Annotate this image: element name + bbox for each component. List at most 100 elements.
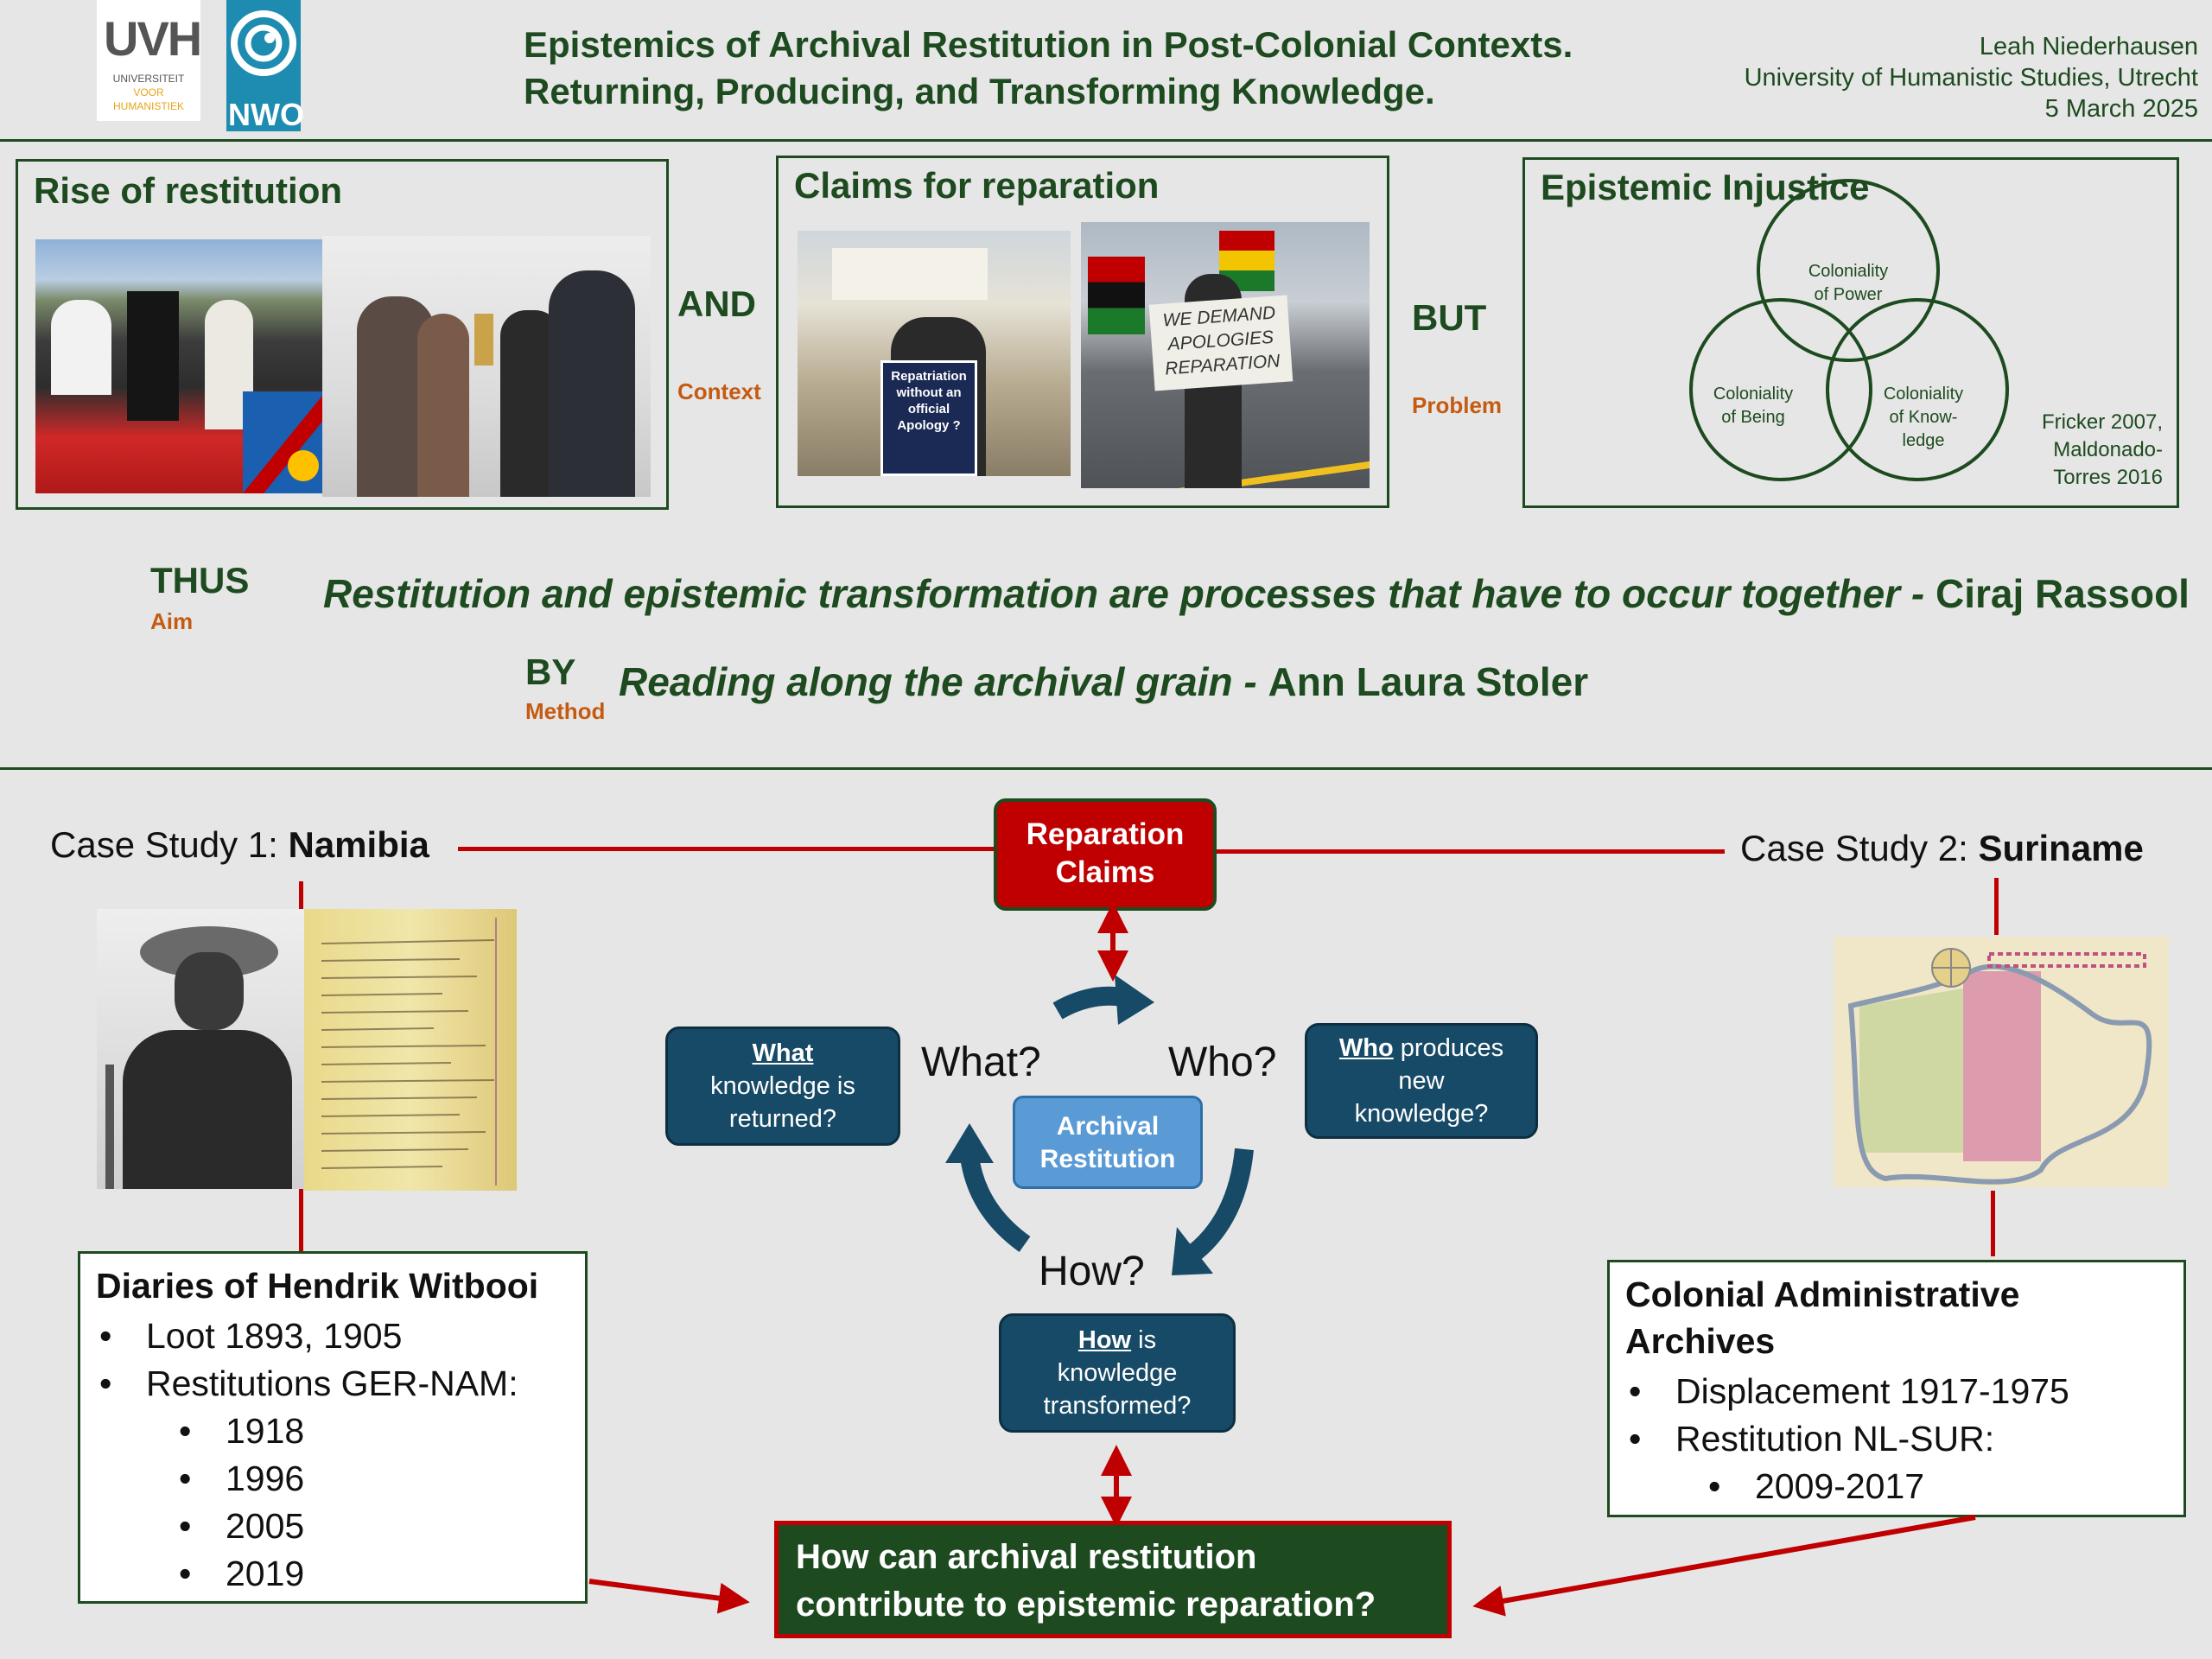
protest-sign-repatriation: Repatriation without an official Apology…	[880, 360, 977, 476]
photo-handover-dutch-ministers	[322, 236, 651, 497]
middle-divider	[0, 767, 2212, 770]
center-line1: Archival	[1056, 1112, 1160, 1141]
suriname-item-restitution: Restitution NL-SUR:	[1625, 1415, 2168, 1463]
aim-quote-author: Ciraj Rassool	[1935, 571, 2190, 616]
panel-epistemic-injustice: Epistemic Injustice Coloniality of Power…	[1522, 157, 2179, 508]
case-study-1-heading: Case Study 1: Namibia	[50, 824, 429, 866]
connector-line-right	[1217, 849, 1725, 854]
venn-label-knowledge: Coloniality of Know- ledge	[1867, 383, 1980, 453]
reparation-claims-line2: Claims	[1055, 855, 1155, 889]
question-word-what: What?	[921, 1039, 1041, 1085]
what-box-line3: returned?	[728, 1105, 837, 1133]
citation-line2: Maldonado-	[2053, 438, 2163, 461]
author-block: Leah Niederhausen University of Humanist…	[1745, 31, 2198, 124]
connector-but: BUT	[1412, 297, 1487, 338]
namibia-item-loot: Loot 1893, 1905	[96, 1313, 569, 1360]
namibia-diaries-box: Diaries of Hendrik Witbooi Loot 1893, 19…	[78, 1251, 588, 1604]
photo-hendrik-witbooi-portrait	[97, 909, 304, 1189]
venn-power-line1: Coloniality	[1808, 262, 1889, 281]
namibia-year-1918: 1918	[96, 1408, 569, 1455]
connector-method: Method	[525, 698, 606, 724]
how-box-rest1: is	[1131, 1326, 1157, 1354]
center-line2: Restitution	[1039, 1145, 1176, 1173]
connector-line-suriname-top	[1994, 878, 1999, 935]
namibia-year-2005: 2005	[96, 1503, 569, 1550]
suriname-box-title-line1: Colonial Administrative	[1625, 1274, 2020, 1314]
archival-restitution-center: Archival Restitution	[1013, 1096, 1203, 1189]
nwo-logo: NWO	[226, 0, 304, 132]
photo-witbooi-diary-page	[304, 909, 517, 1191]
namibia-item-restitutions: Restitutions GER-NAM:	[96, 1360, 569, 1408]
venn-label-power: Coloniality of Power	[1783, 260, 1914, 307]
uvh-logo-line1: UNIVERSITEIT	[112, 73, 185, 85]
uvh-logo-letters: UVH	[104, 11, 202, 66]
suriname-item-displacement: Displacement 1917-1975	[1625, 1368, 2168, 1415]
research-question-line2: contribute to epistemic reparation?	[796, 1586, 1376, 1624]
poster-title-line2: Returning, Producing, and Transforming K…	[524, 71, 1435, 111]
case1-prefix: Case Study 1:	[50, 824, 289, 865]
uvh-logo-line3: HUMANISTIEK	[112, 100, 184, 112]
nwo-logo-text: NWO	[228, 97, 304, 132]
venn-knowledge-line1: Coloniality	[1883, 385, 1964, 404]
namibia-year-1996: 1996	[96, 1455, 569, 1503]
venn-power-line2: of Power	[1814, 285, 1883, 304]
suriname-years-restitution: 2009-2017	[1625, 1463, 2168, 1510]
reparation-claims-line1: Reparation	[1026, 817, 1185, 851]
venn-diagram-coloniality	[1689, 179, 2009, 481]
panel-rise-of-restitution: Rise of restitution	[16, 159, 669, 510]
venn-label-being: Coloniality of Being	[1688, 383, 1819, 429]
namibia-box-title: Diaries of Hendrik Witbooi	[96, 1266, 539, 1306]
panel-claims-for-reparation: Claims for reparation Repatriation witho…	[776, 156, 1389, 508]
reparation-claims-box: Reparation Claims	[994, 798, 1217, 911]
venn-knowledge-line2: of Know-	[1889, 408, 1958, 427]
research-question-box: How can archival restitution contribute …	[774, 1521, 1452, 1638]
what-box-underlined: What	[752, 1039, 814, 1067]
aim-quote: Restitution and epistemic transformation…	[323, 570, 2190, 617]
citation-line3: Torres 2016	[2053, 466, 2163, 489]
panel-claims-title: Claims for reparation	[794, 165, 1160, 206]
protest-sign-we-demand: WE DEMAND APOLOGIES REPARATION	[1148, 295, 1294, 391]
connector-line-suriname-bottom	[1991, 1191, 1995, 1256]
method-quote: Reading along the archival grain - Ann L…	[619, 658, 1588, 705]
how-box-line3: transformed?	[1043, 1392, 1192, 1420]
citation-line1: Fricker 2007,	[2041, 410, 2163, 434]
venn-being-line1: Coloniality	[1713, 385, 1794, 404]
what-box-line2: knowledge is	[710, 1072, 855, 1100]
namibia-box-list: Loot 1893, 1905 Restitutions GER-NAM: 19…	[96, 1313, 569, 1598]
who-box-line3: knowledge?	[1354, 1100, 1489, 1128]
case2-prefix: Case Study 2:	[1740, 828, 1979, 868]
photo-protest-we-demand-apologies: WE DEMAND APOLOGIES REPARATION	[1081, 222, 1370, 488]
connector-thus: THUS	[150, 560, 250, 601]
photo-suriname-plantation-map	[1834, 937, 2169, 1187]
who-produces-knowledge-box: Who produces new knowledge?	[1305, 1023, 1538, 1139]
uvh-logo: UVH UNIVERSITEIT VOOR HUMANISTIEK	[97, 0, 202, 121]
case1-name: Namibia	[288, 824, 429, 865]
uvh-logo-line2: VOOR	[133, 86, 164, 99]
connector-line-left	[458, 847, 994, 851]
photo-restitution-ceremony-namibia	[35, 239, 326, 493]
question-word-who: Who?	[1168, 1039, 1277, 1085]
method-quote-author: Ann Laura Stoler	[1268, 659, 1589, 704]
who-box-rest1: produces	[1393, 1034, 1504, 1062]
nwo-swirl-icon	[231, 10, 296, 76]
who-box-underlined: Who	[1338, 1034, 1394, 1062]
connector-by: BY	[525, 652, 576, 692]
arrow-namibia-to-question	[588, 1579, 750, 1614]
connector-and: AND	[677, 283, 756, 324]
suriname-archives-box: Colonial Administrative Archives Displac…	[1607, 1260, 2186, 1517]
cycle-arrow-top	[1052, 986, 1125, 1020]
photo-protest-repatriation-apology: Repatriation without an official Apology…	[798, 231, 1071, 476]
case2-name: Suriname	[1978, 828, 2144, 868]
case-study-2-heading: Case Study 2: Suriname	[1740, 828, 2144, 869]
arrow-suriname-to-question	[1472, 1515, 1976, 1617]
research-question-line1: How can archival restitution	[796, 1538, 1257, 1576]
method-quote-text: Reading along the archival grain -	[619, 659, 1257, 704]
connector-aim: Aim	[150, 608, 194, 634]
injustice-citation: Fricker 2007, Maldonado- Torres 2016	[2042, 409, 2163, 492]
connector-context: Context	[677, 378, 761, 404]
header-divider	[0, 139, 2212, 142]
panel-rise-title: Rise of restitution	[34, 170, 343, 211]
how-knowledge-transformed-box: How is knowledge transformed?	[999, 1313, 1236, 1433]
suriname-box-list: Displacement 1917-1975 Restitution NL-SU…	[1625, 1368, 2168, 1510]
question-word-how: How?	[1039, 1249, 1145, 1294]
